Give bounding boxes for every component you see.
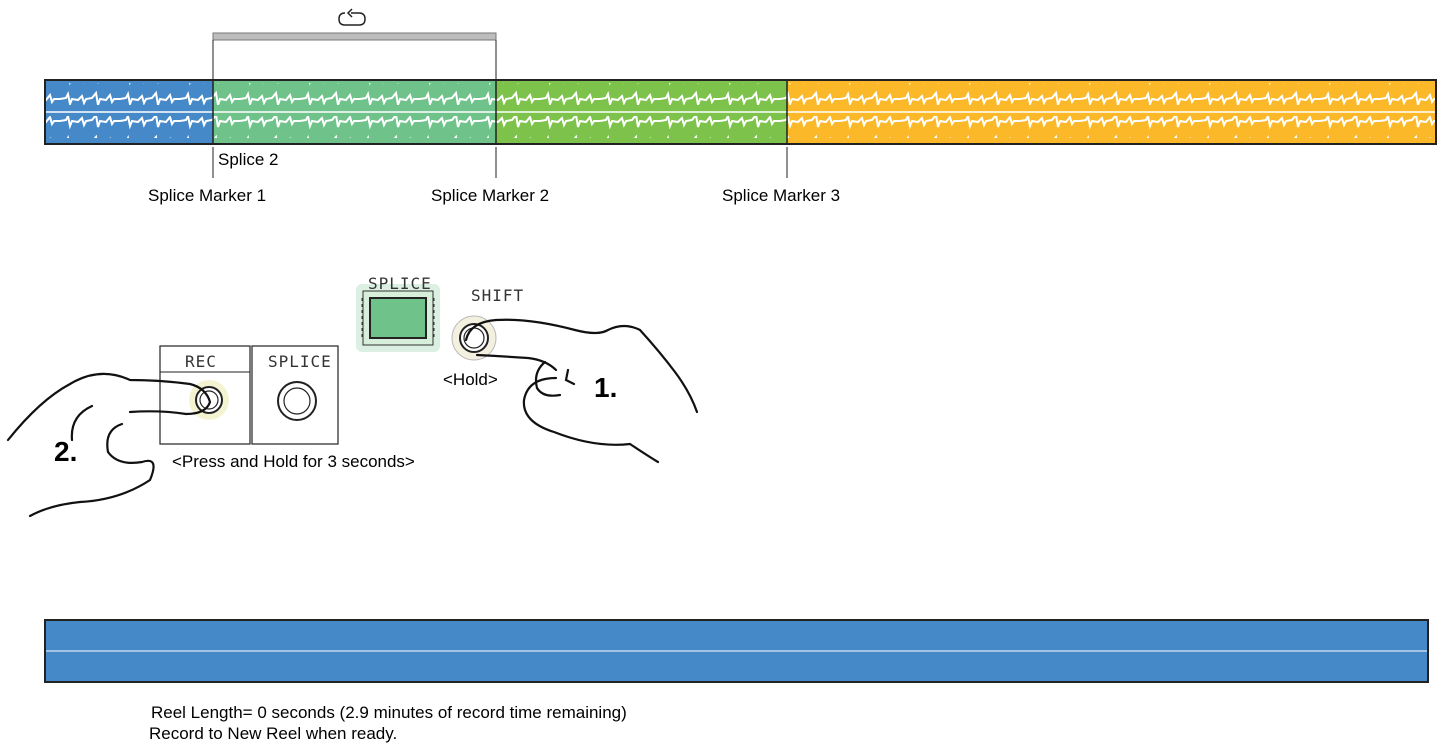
waveform-channel-2 [45,116,1436,138]
rec-label: REC [185,352,217,371]
press-hold-instruction: <Press and Hold for 3 seconds> [172,452,415,471]
current-splice-label: Splice 2 [218,150,279,169]
left-hand-drawing [6,372,212,518]
shift-label: SHIFT [471,286,525,305]
splice-marker-1-label: Splice Marker 1 [148,186,267,205]
loop-range-bar [212,32,497,41]
step-2-label: 2. [54,436,78,467]
splice-button-label: SPLICE [268,352,332,371]
reel-length-caption: Reel Length= 0 seconds (2.9 minutes of r… [151,703,627,722]
splice-marker-2-label: Splice Marker 2 [431,186,550,205]
loop-icon [338,8,366,26]
step-1-label: 1. [594,372,618,403]
splice-marker-3-label: Splice Marker 3 [722,186,841,205]
reel-border [44,79,1437,145]
record-new-reel-caption: Record to New Reel when ready. [149,724,398,743]
hold-instruction: <Hold> [443,370,498,389]
rec-panel [159,345,251,445]
splice-indicator-button[interactable] [369,297,427,339]
splice-indicator-label: SPLICE [368,274,432,293]
right-hand-drawing [464,318,699,464]
waveform-channel-1 [45,83,1436,105]
